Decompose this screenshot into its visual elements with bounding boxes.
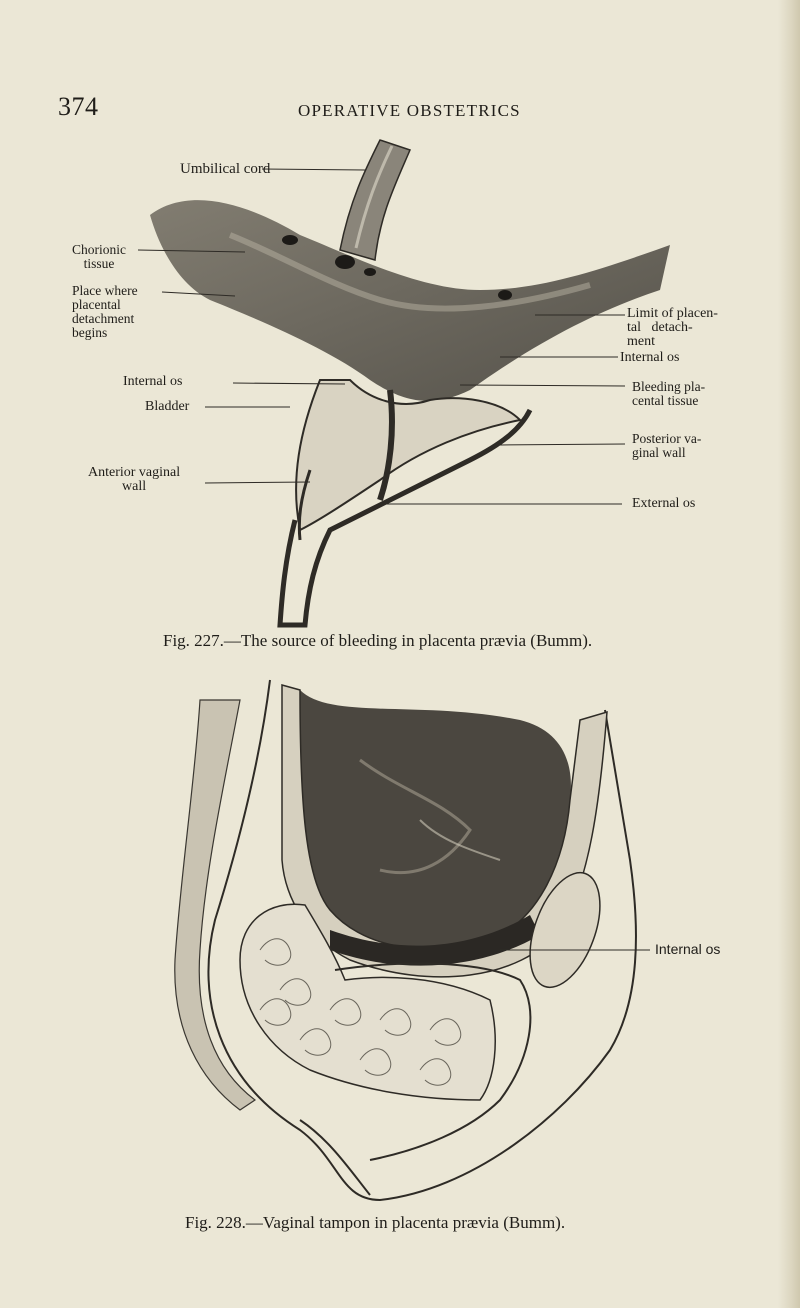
label-anterior-vaginal-wall: Anterior vaginal wall (88, 465, 181, 494)
bladder (529, 871, 601, 989)
label-internal-os-right: Internal os (620, 350, 680, 365)
label-limit-of-detachment: Limit of placen- tal detach- ment (627, 306, 718, 349)
running-head: OPERATIVE OBSTETRICS (298, 101, 521, 120)
body-contour (207, 679, 637, 1202)
figure-227-caption: Fig. 227.—The source of bleeding in plac… (163, 631, 593, 650)
figure-227-illustration (137, 139, 670, 628)
label-external-os: External os (632, 496, 696, 511)
placenta-tissue (150, 200, 670, 401)
uterus-cavity (300, 690, 571, 949)
sacrum (174, 699, 257, 1111)
label-umbilical-cord: Umbilical cord (180, 161, 271, 177)
vaginal-canal (277, 408, 533, 628)
label-chorionic-tissue: Chorionic tissue (72, 242, 126, 271)
label-bladder: Bladder (145, 399, 190, 414)
label-posterior-vaginal-wall: Posterior va- ginal wall (632, 431, 702, 460)
vagina (334, 962, 532, 1161)
page-number: 374 (58, 92, 99, 121)
figure-228-caption: Fig. 228.—Vaginal tampon in placenta præ… (185, 1213, 566, 1232)
placenta-previa-band (330, 915, 540, 966)
label-internal-os-left: Internal os (123, 374, 183, 389)
cervix (295, 379, 523, 532)
umbilical-cord (339, 139, 412, 261)
placenta-highlight (228, 232, 591, 312)
page-edge-shadow (778, 0, 800, 1308)
label-bleeding-placental-tissue: Bleeding pla- cental tissue (632, 379, 706, 408)
label-placental-detachment: Place where placental detachment begins (72, 283, 138, 340)
label-internal-os-fig228: Internal os (655, 941, 721, 957)
vaginal-tampon (239, 903, 496, 1101)
